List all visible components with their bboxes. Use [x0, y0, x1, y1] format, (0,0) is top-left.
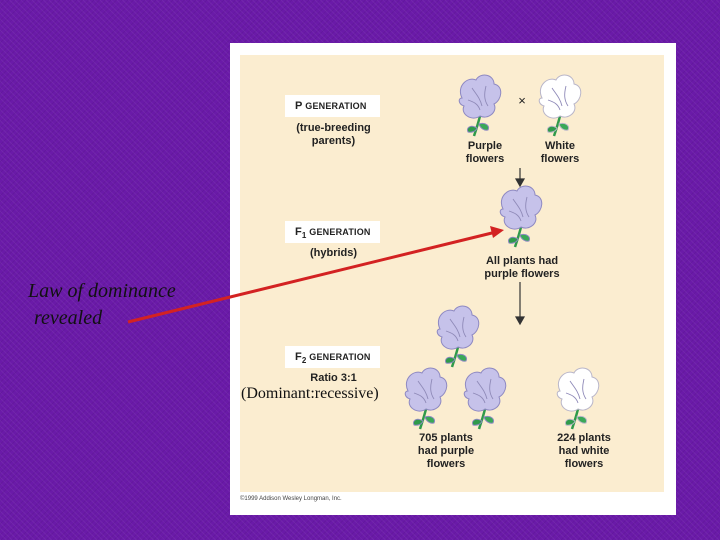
p-generation-description: (true-breeding parents) [296, 122, 371, 147]
white-flowers-label: White flowers [540, 140, 580, 165]
f1-purple-flower [498, 184, 544, 249]
white-count-label: 224 plants had white flowers [557, 432, 611, 470]
copyright-notice: ©1999 Addison Wesley Longman, Inc. [240, 496, 342, 502]
f2-ratio-label: Ratio 3:1 [310, 372, 357, 384]
f1-generation-description: (hybrids) [309, 247, 358, 259]
f2-purple-flower-right [462, 366, 508, 431]
f2-purple-flower-left [403, 366, 449, 431]
f1-to-f2-arrow [514, 282, 526, 326]
f1-result-label: All plants had purple flowers [484, 255, 560, 280]
cross-symbol: × [518, 93, 526, 108]
law-of-dominance-annotation: Law of dominance revealed [28, 280, 176, 329]
f2-purple-flower-top [435, 304, 481, 369]
f2-generation-label: F2 GENERATION [285, 346, 380, 368]
f1-generation-label: F1 GENERATION [285, 221, 380, 243]
f2-white-flower [555, 366, 601, 431]
p-to-f1-arrow [514, 168, 526, 188]
white-parent-flower [537, 73, 583, 138]
purple-flowers-label: Purple flowers [465, 140, 505, 165]
purple-count-label: 705 plants had purple flowers [417, 432, 475, 470]
ratio-annotation: (Dominant:recessive) [241, 385, 379, 402]
purple-parent-flower [457, 73, 503, 138]
diagram-background [240, 55, 664, 492]
p-generation-label: P GENERATION [285, 95, 380, 117]
annotation-arrow [127, 226, 504, 324]
